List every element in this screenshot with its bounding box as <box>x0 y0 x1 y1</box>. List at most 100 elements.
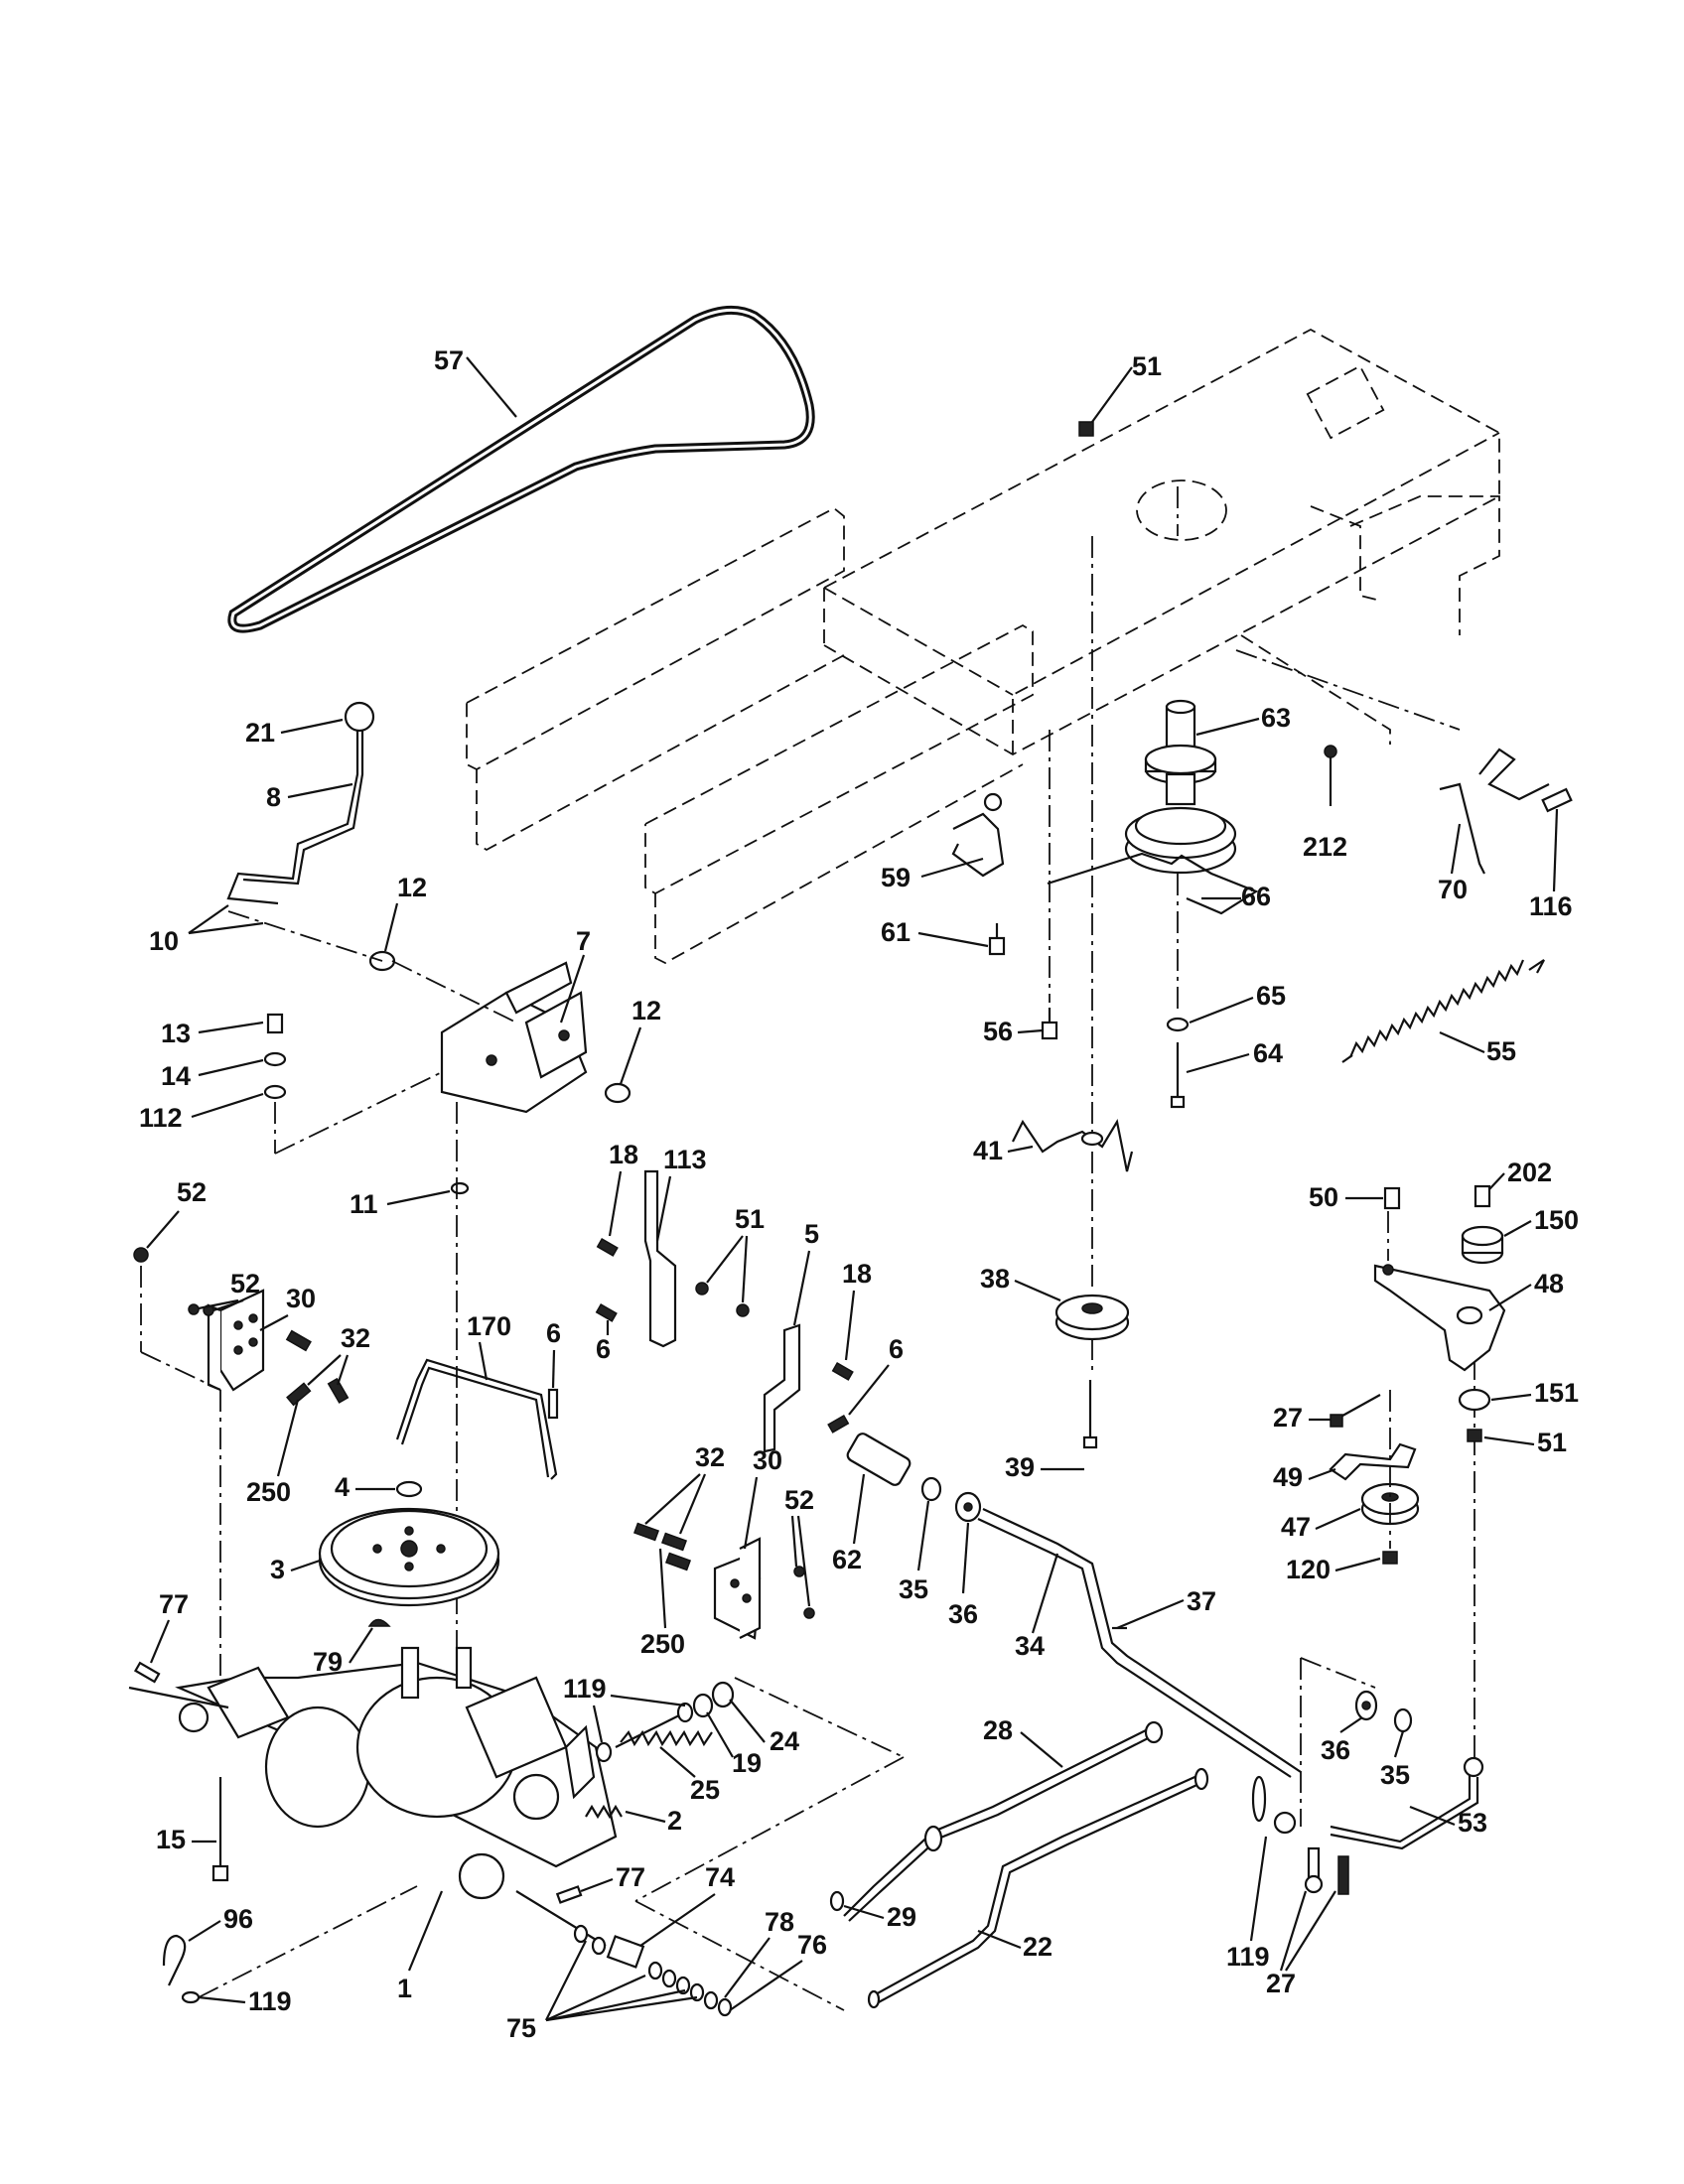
label-7: 7 <box>576 926 591 956</box>
label-48: 48 <box>1534 1269 1564 1298</box>
label-30a: 30 <box>286 1284 316 1313</box>
label-25: 25 <box>690 1775 720 1805</box>
label-53: 53 <box>1458 1808 1487 1838</box>
label-59: 59 <box>881 863 911 892</box>
label-35b: 35 <box>1380 1760 1410 1790</box>
rod-53 <box>1300 1330 1484 1895</box>
label-15: 15 <box>156 1825 186 1854</box>
label-13: 13 <box>161 1019 191 1048</box>
label-34: 34 <box>1015 1631 1045 1661</box>
label-39: 39 <box>1005 1452 1035 1482</box>
bracket-left <box>133 1247 350 1707</box>
brake-shaft <box>846 1433 1302 1835</box>
rod-170 <box>395 1358 559 1480</box>
rear-bracket <box>1235 649 1573 875</box>
label-29: 29 <box>887 1902 916 1932</box>
label-19: 19 <box>732 1748 762 1778</box>
label-116: 116 <box>1529 891 1573 921</box>
label-24: 24 <box>770 1726 799 1756</box>
label-119b: 119 <box>1226 1942 1270 1972</box>
label-151: 151 <box>1534 1378 1579 1408</box>
label-18b: 18 <box>842 1259 872 1289</box>
left-hardware <box>227 910 632 1707</box>
label-50: 50 <box>1309 1182 1338 1212</box>
label-64: 64 <box>1253 1038 1283 1068</box>
label-6c: 6 <box>546 1318 561 1348</box>
label-47: 47 <box>1281 1512 1311 1542</box>
label-56: 56 <box>983 1017 1013 1046</box>
linkage-rods <box>829 1720 1209 2009</box>
axle-spacers <box>573 1900 845 2017</box>
label-61: 61 <box>881 917 911 947</box>
label-120: 120 <box>1286 1555 1331 1584</box>
label-250b: 250 <box>640 1629 685 1659</box>
label-75: 75 <box>506 2013 536 2043</box>
label-76: 76 <box>797 1930 827 1960</box>
label-63: 63 <box>1261 703 1291 733</box>
shift-lever <box>226 701 375 905</box>
label-51b: 51 <box>735 1204 765 1234</box>
label-51c: 51 <box>1537 1428 1567 1457</box>
label-2: 2 <box>667 1806 682 1836</box>
label-12a: 12 <box>397 873 427 902</box>
frame-outline <box>466 328 1500 965</box>
spring-assembly <box>585 1677 905 1902</box>
bracket-right <box>632 1522 815 1640</box>
label-112: 112 <box>139 1103 183 1133</box>
label-52a: 52 <box>177 1177 207 1207</box>
label-1: 1 <box>397 1974 412 2003</box>
label-27b: 27 <box>1266 1969 1296 1998</box>
label-32a: 32 <box>341 1323 370 1353</box>
idler-assembly <box>1329 1184 1506 1565</box>
transaxle <box>128 1646 618 1947</box>
label-11: 11 <box>350 1189 378 1219</box>
label-14: 14 <box>161 1061 191 1091</box>
shift-bracket <box>440 961 588 1114</box>
label-52b: 52 <box>230 1269 260 1298</box>
label-18a: 18 <box>609 1140 638 1169</box>
label-41: 41 <box>973 1136 1003 1165</box>
label-27a: 27 <box>1273 1403 1303 1433</box>
drive-belt <box>227 305 815 633</box>
label-150: 150 <box>1534 1205 1579 1235</box>
label-202: 202 <box>1507 1158 1552 1187</box>
label-77a: 77 <box>159 1589 189 1619</box>
label-170: 170 <box>467 1311 511 1341</box>
label-119a: 119 <box>563 1674 607 1704</box>
center-brackets <box>595 1169 854 1453</box>
label-119c: 119 <box>248 1986 292 2016</box>
label-62: 62 <box>832 1545 862 1574</box>
label-28: 28 <box>983 1715 1013 1745</box>
label-12b: 12 <box>632 996 661 1025</box>
label-8: 8 <box>266 782 281 812</box>
label-6a: 6 <box>596 1334 611 1364</box>
label-113: 113 <box>663 1145 707 1174</box>
label-36a: 36 <box>948 1599 978 1629</box>
part-labels: 57 51 21 8 12 10 7 13 12 14 112 63 212 7… <box>139 345 1579 2043</box>
label-10: 10 <box>149 926 179 956</box>
label-36b: 36 <box>1321 1735 1350 1765</box>
label-96: 96 <box>223 1904 253 1934</box>
spring-55 <box>1341 959 1545 1063</box>
label-77b: 77 <box>616 1862 645 1892</box>
label-35a: 35 <box>899 1574 928 1604</box>
label-57: 57 <box>434 345 464 375</box>
label-22: 22 <box>1023 1932 1052 1962</box>
label-55: 55 <box>1486 1036 1516 1066</box>
label-37: 37 <box>1187 1586 1216 1616</box>
label-74: 74 <box>705 1862 735 1892</box>
transaxle-pulley <box>318 1480 500 1627</box>
label-32b: 32 <box>695 1442 725 1472</box>
label-66: 66 <box>1241 882 1271 911</box>
label-3: 3 <box>270 1555 285 1584</box>
label-49: 49 <box>1273 1462 1303 1492</box>
label-79: 79 <box>313 1647 343 1677</box>
label-6b: 6 <box>889 1334 904 1364</box>
label-212: 212 <box>1303 832 1347 862</box>
label-78: 78 <box>765 1907 794 1937</box>
label-52c: 52 <box>784 1485 814 1515</box>
label-30b: 30 <box>753 1445 782 1475</box>
label-4: 4 <box>335 1472 350 1502</box>
engine-pulley-stack <box>951 421 1259 1449</box>
